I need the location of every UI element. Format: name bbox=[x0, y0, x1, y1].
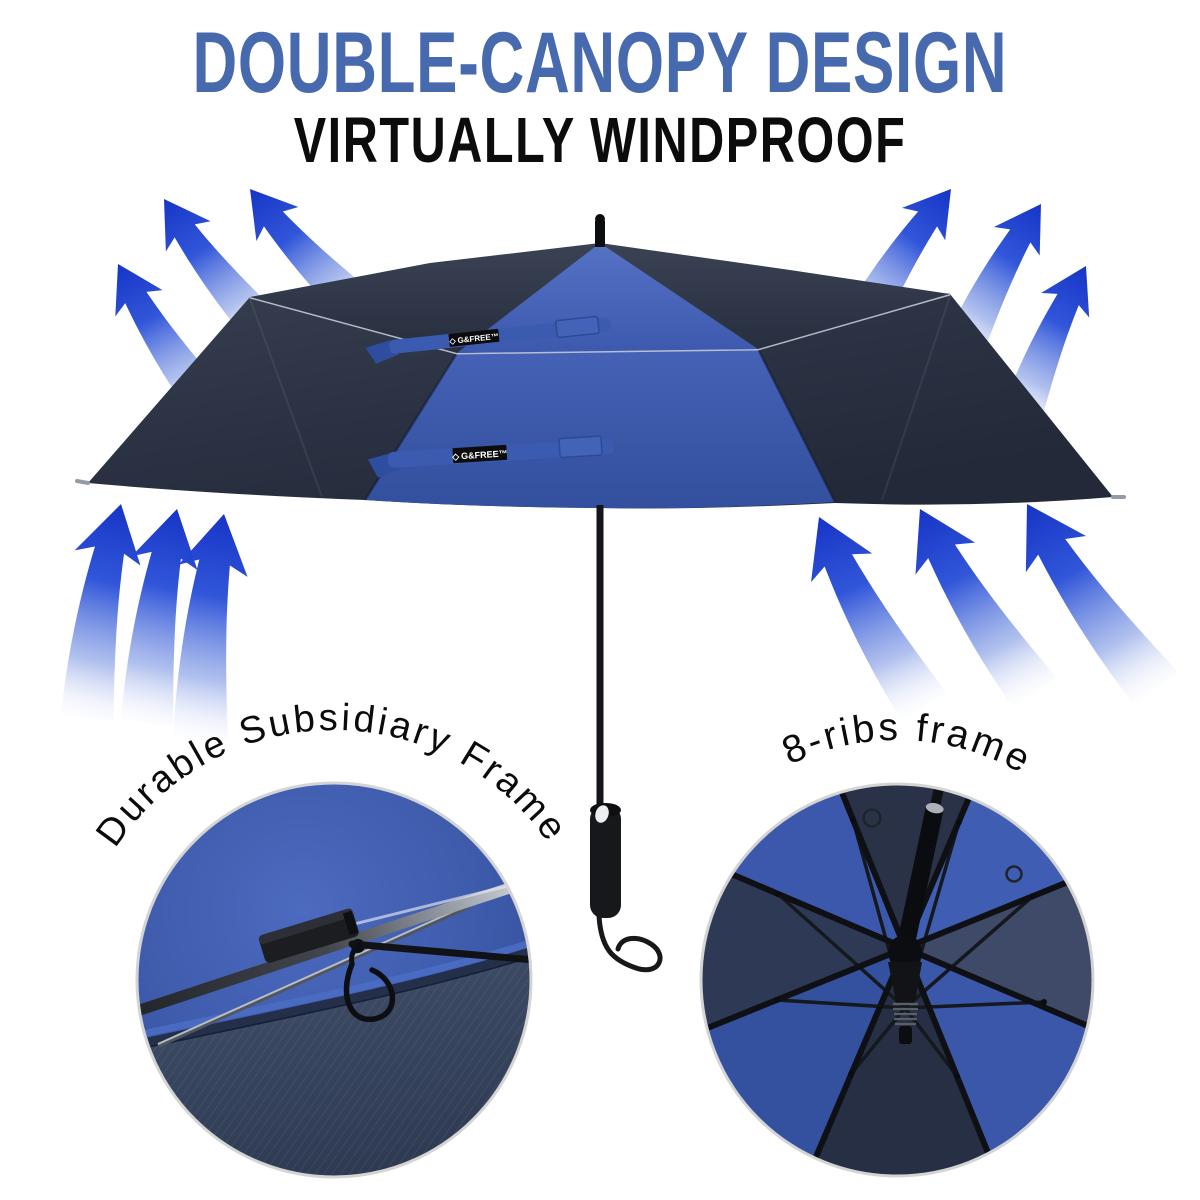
wrist-strap bbox=[596, 913, 663, 973]
shaft bbox=[596, 505, 604, 808]
tie-loop bbox=[1005, 865, 1023, 883]
wire-shadow bbox=[157, 904, 471, 1048]
canopy-wedge bbox=[905, 948, 1093, 1176]
brand-label: ◇G&FREE™ bbox=[448, 332, 499, 346]
brand-logo-icon: ◇ bbox=[451, 451, 461, 462]
rib-joints bbox=[774, 817, 1047, 1079]
inset-right-caption: 8-ribs frame bbox=[776, 706, 1040, 783]
cord-tail bbox=[349, 941, 363, 965]
velcro-patch bbox=[555, 315, 600, 339]
velcro-patch bbox=[558, 435, 603, 459]
subheadline-row: VIRTUALLY WINDPROOF bbox=[0, 108, 1200, 172]
finial-tip bbox=[595, 214, 605, 224]
frame-rod bbox=[137, 866, 531, 1016]
subsidiary-wire bbox=[157, 903, 471, 1045]
strap-band bbox=[389, 317, 611, 354]
canopy-wedge bbox=[905, 828, 1093, 1073]
brand-logo-icon: ◇ bbox=[448, 336, 457, 346]
inset-left-rim bbox=[135, 781, 533, 1179]
handle bbox=[590, 806, 621, 918]
brand-label: ◇G&FREE™ bbox=[451, 448, 508, 461]
inset-right: 8-ribs frame bbox=[699, 706, 1095, 1178]
headline-row: DOUBLE-CANOPY DESIGN bbox=[0, 20, 1200, 106]
umbrella: ◇G&FREE™ ◇G&FREE™ bbox=[75, 214, 1126, 973]
center-shaft bbox=[896, 784, 953, 951]
brand-label-tag bbox=[448, 328, 500, 347]
canopy-wedge bbox=[785, 784, 1030, 948]
rod-connector bbox=[258, 908, 359, 963]
cord-loop bbox=[343, 961, 396, 1023]
spring-coil bbox=[893, 1002, 918, 1026]
panel-seam-right bbox=[756, 348, 837, 503]
canopy-wedge bbox=[701, 948, 905, 1176]
hub bbox=[888, 935, 922, 969]
tip-cap-left bbox=[75, 479, 90, 485]
brand-label-text: G&FREE™ bbox=[461, 448, 508, 461]
canopy-center-panel bbox=[365, 349, 835, 509]
finial bbox=[595, 221, 605, 247]
handle-button bbox=[595, 805, 609, 823]
rib-rod bbox=[348, 940, 531, 966]
tie-loop bbox=[862, 808, 882, 828]
page-subtitle: VIRTUALLY WINDPROOF bbox=[293, 104, 907, 176]
brand-label-text: G&FREE™ bbox=[457, 332, 499, 345]
page-title: DOUBLE-CANOPY DESIGN bbox=[192, 15, 1008, 111]
upper-strap: ◇G&FREE™ bbox=[365, 315, 611, 364]
rib-crease bbox=[881, 295, 951, 501]
hub-tip bbox=[899, 1026, 912, 1044]
lower-strap: ◇G&FREE™ bbox=[367, 435, 614, 478]
canopy-wedge bbox=[701, 823, 905, 1068]
brand-label-tag bbox=[452, 444, 508, 464]
inset-left-photo bbox=[137, 783, 531, 1177]
inset-left: Durable Subsidiary Frame bbox=[88, 697, 573, 1179]
hub-cone bbox=[888, 962, 922, 1002]
inset-right-rim bbox=[699, 782, 1095, 1178]
rib-crease bbox=[249, 298, 323, 498]
